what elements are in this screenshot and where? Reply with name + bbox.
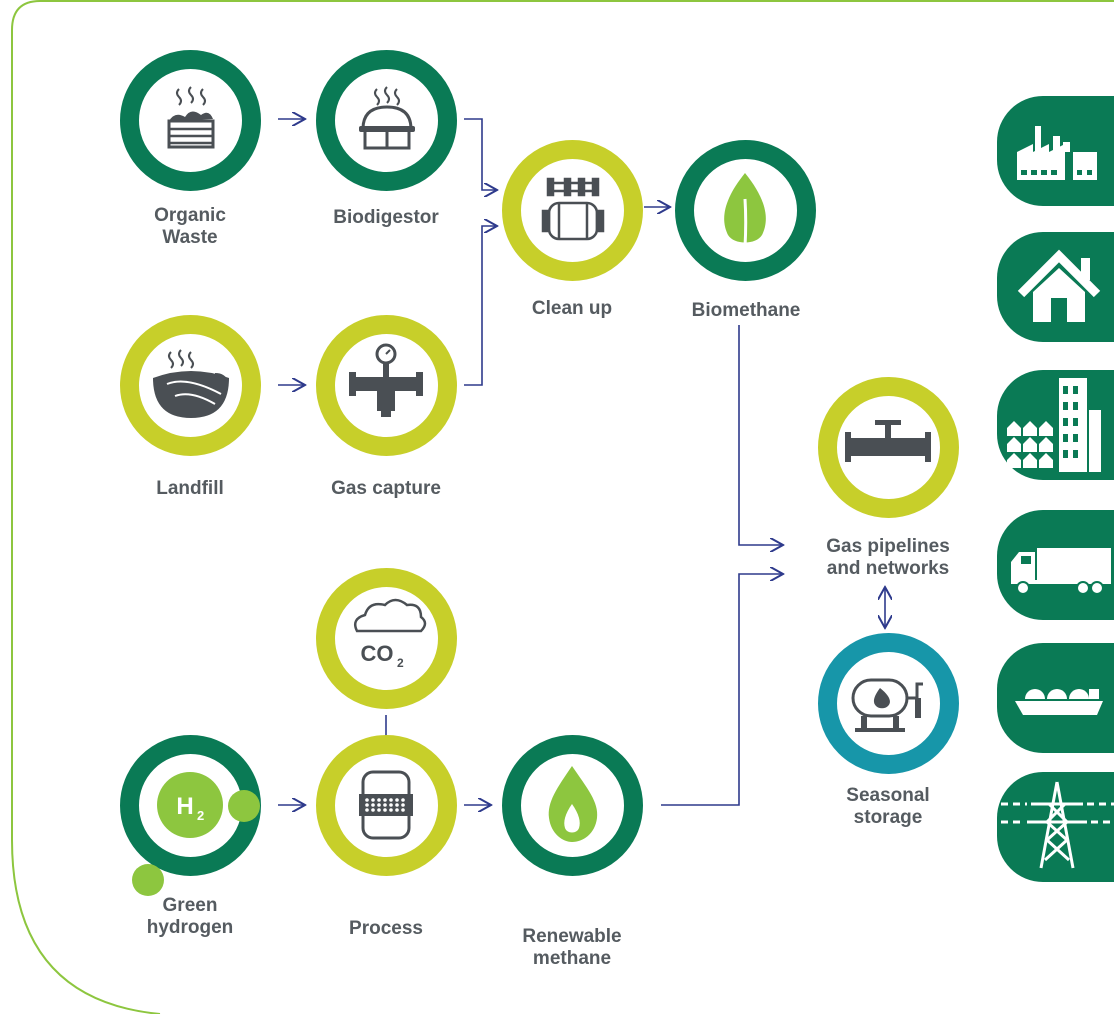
end-use-shipping (997, 643, 1114, 753)
end-use-power (997, 772, 1114, 882)
co2-text: CO (361, 641, 394, 666)
clean-up-label: Clean up (531, 298, 613, 319)
clean-up-node (502, 140, 643, 281)
biodigestor-node (316, 50, 457, 191)
renewable-methane-node (502, 735, 643, 876)
landfill-icon (153, 349, 229, 418)
gas-capture-node (316, 315, 457, 456)
process-label: Process (349, 918, 423, 939)
gas-pipelines-label: Gas pipelines and networks (826, 536, 950, 579)
hydrogen-icon: H 2 (157, 772, 223, 838)
factory-icon (1017, 126, 1097, 180)
city-buildings-icon (1007, 378, 1101, 472)
seasonal-storage-label: Seasonal storage (846, 785, 930, 828)
arrow-biomethane-to-pipelines (738, 325, 783, 545)
end-use-industry (997, 96, 1114, 206)
gas-capture-label: Gas capture (331, 478, 441, 499)
renewable-methane-label: Renewable methane (522, 926, 622, 969)
hydrogen-orbit-dot-bottom (132, 864, 164, 896)
house-icon (1017, 249, 1101, 322)
storage-tank-icon (851, 678, 923, 732)
flame-icon (548, 766, 598, 842)
end-use-transport (997, 510, 1114, 620)
end-use-homes (997, 232, 1114, 342)
arrow-biodigestor-to-cleanup (464, 118, 497, 190)
power-pylon-icon (1001, 781, 1114, 869)
green-hydrogen-label: Green hydrogen (146, 895, 234, 938)
co2-subscript: 2 (397, 656, 404, 670)
cloud-co2-icon: CO 2 (354, 598, 427, 670)
gas-pipelines-node (818, 377, 959, 518)
biomethane-label: Biomethane (691, 300, 801, 321)
biodigestor-label: Biodigestor (333, 207, 439, 228)
hydrogen-orbit-dot-top (228, 790, 260, 822)
organic-waste-label: Organic Waste (154, 205, 226, 248)
biodigestor-icon (359, 86, 415, 150)
pipeline-icon (845, 420, 931, 462)
arrow-renewable-to-pipelines (661, 574, 783, 806)
landfill-label: Landfill (156, 478, 224, 499)
organic-waste-icon (167, 86, 215, 149)
leaf-flame-icon (724, 173, 766, 248)
landfill-node (120, 315, 261, 456)
reactor-icon (359, 770, 413, 840)
truck-icon (1011, 548, 1111, 595)
arrow-gascapture-to-cleanup (464, 226, 497, 386)
seasonal-storage-node (818, 633, 959, 774)
hydrogen-subscript: 2 (197, 808, 204, 823)
organic-waste-node (120, 50, 261, 191)
end-use-cities (997, 370, 1114, 480)
clean-up-icon (541, 177, 605, 241)
co2-node: CO 2 (316, 568, 457, 709)
biomethane-node (675, 140, 816, 281)
ship-icon (1015, 689, 1103, 715)
process-node (316, 735, 457, 876)
hydrogen-symbol: H (176, 793, 193, 820)
gas-capture-icon (349, 343, 423, 417)
